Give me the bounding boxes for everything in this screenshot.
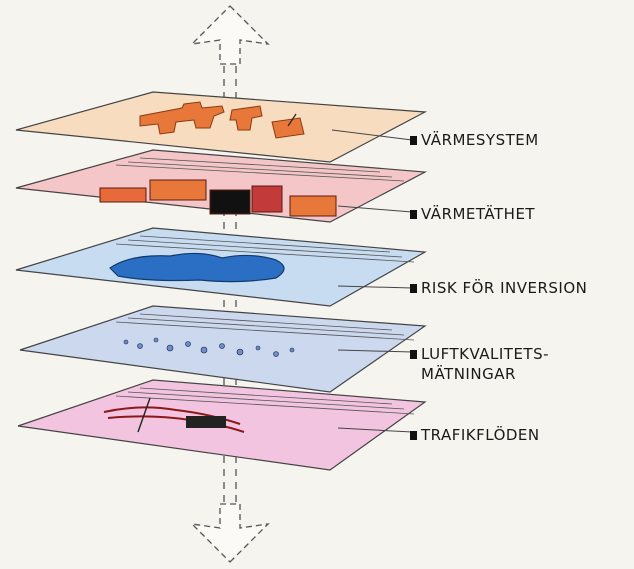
bullet-square-icon: [410, 350, 417, 359]
bullet-square-icon: [410, 210, 417, 219]
bullet-square-icon: [410, 136, 417, 145]
bullet-square-icon: [410, 284, 417, 293]
hatch-lines-2: [115, 157, 405, 182]
bullet-square-icon: [410, 431, 417, 440]
arrow-up-icon: [190, 5, 270, 65]
heat-system-map: [139, 101, 305, 139]
label-matningar: MÄTNINGAR: [421, 365, 516, 383]
label-trafikfloden: TRAFIKFLÖDEN: [410, 425, 540, 445]
hatch-lines-5: [115, 387, 415, 415]
layer-risk-for-inversion: [15, 227, 427, 307]
inversion-risk-area: [109, 252, 285, 283]
layer-varmetathet: [15, 149, 428, 223]
layer-varmesystem: [15, 91, 428, 163]
layer-trafikfloden: [17, 379, 427, 471]
hatch-lines-4: [115, 313, 415, 341]
air-quality-points: [123, 337, 295, 357]
label-risk-for-inversion: RISK FÖR INVERSION: [410, 278, 587, 298]
arrow-down-icon: [190, 503, 270, 563]
hatch-lines-3: [115, 235, 415, 263]
heat-density-map: [99, 179, 337, 217]
label-varmesystem: VÄRMESYSTEM: [410, 130, 539, 150]
label-varmetathet: VÄRMETÄTHET: [410, 204, 535, 224]
layer-luftkvalitetsmatningar: [19, 305, 427, 393]
label-luftkvalitets: LUFTKVALITETS- MÄTNINGAR: [410, 344, 549, 384]
